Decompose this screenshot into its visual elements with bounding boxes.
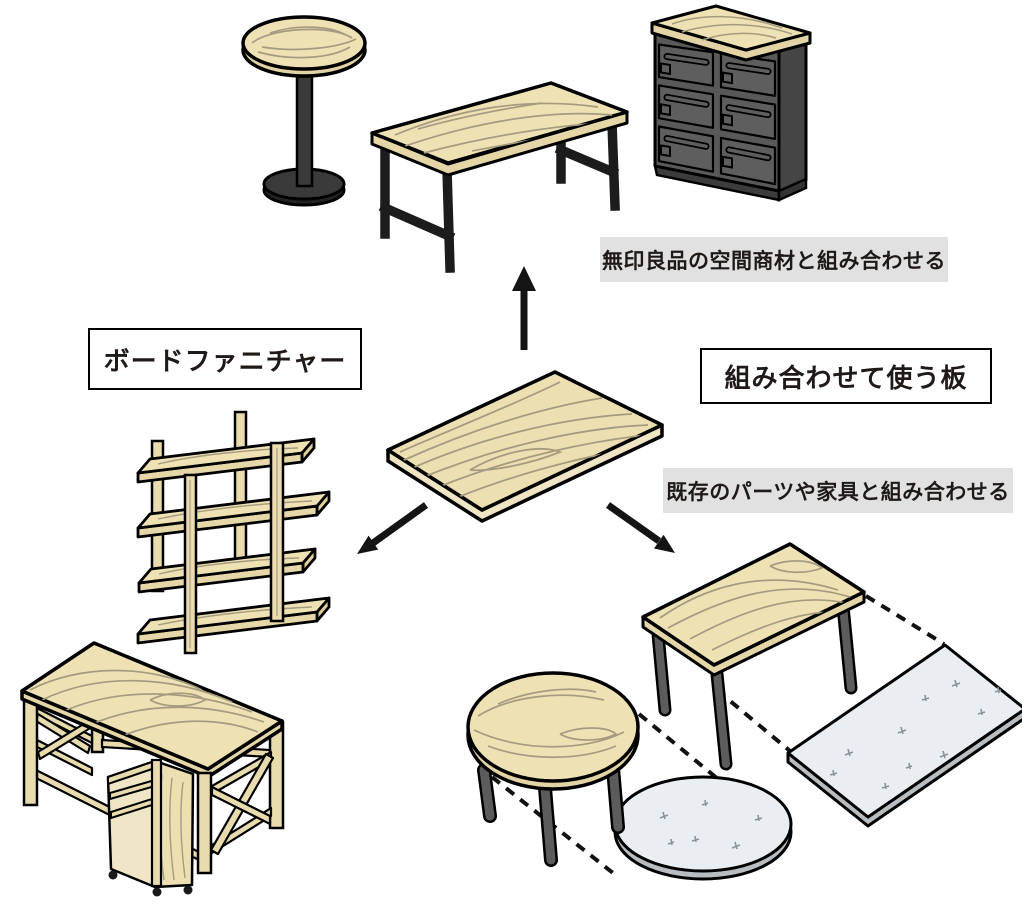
- locker-door-handles: [660, 62, 733, 169]
- folding-table: [370, 81, 629, 273]
- shelf-front-posts: [183, 441, 285, 655]
- wood-grain: [671, 15, 793, 41]
- stone-board-round: [613, 775, 793, 881]
- desk-left-leg: [22, 695, 39, 807]
- shelf-unit: [136, 410, 331, 655]
- dashed-line-table-bottom: [715, 688, 792, 753]
- desk-left-frame: [34, 706, 94, 777]
- arrow-down-left: [357, 502, 429, 554]
- gray-legs: [477, 761, 625, 867]
- wood-grain: [157, 447, 313, 626]
- locker-side-panel: [777, 34, 808, 194]
- stone-speckles: [659, 799, 763, 850]
- arrow-down-right: [605, 502, 675, 553]
- locker-plinth-side: [777, 177, 808, 202]
- existing-combine-caption: 既存のパーツや家具と組み合わせる: [663, 468, 1013, 513]
- tabletop: [466, 671, 640, 783]
- plywood-board: [386, 370, 664, 523]
- locker-top-board: [650, 4, 812, 52]
- board-furniture-title: ボードファニチャー: [88, 328, 362, 390]
- wood-grain: [251, 26, 357, 59]
- wood-grain: [394, 102, 613, 154]
- folding-table-legs: [378, 115, 620, 273]
- desk-with-cart: [20, 641, 285, 897]
- board-top: [386, 370, 664, 512]
- caster-wheels: [108, 870, 193, 897]
- cafe-round-table: [241, 15, 367, 207]
- pedestal-stem: [295, 66, 314, 188]
- desk-top: [20, 641, 284, 771]
- gray-legs: [651, 599, 858, 771]
- desk-near-leg: [196, 771, 213, 875]
- wood-grain: [29, 669, 265, 737]
- stone-board-rect: [786, 643, 1022, 828]
- locker-cabinet: [650, 4, 812, 202]
- wood-grain: [473, 688, 625, 759]
- desk-right-frame: [209, 750, 275, 856]
- cart-front-post: [150, 758, 163, 888]
- cart: [106, 758, 195, 897]
- round-low-table: [466, 671, 640, 867]
- table-existing-legs: [641, 542, 866, 771]
- muji-combine-caption: 無印良品の空間商材と組み合わせる: [600, 237, 948, 282]
- stone-top: [613, 775, 793, 873]
- combination-board-title: 組み合わせて使う板: [700, 348, 992, 404]
- arrow-up: [512, 266, 536, 350]
- locker-door-slots: [663, 53, 772, 162]
- stone-speckles: [829, 679, 1002, 790]
- dashed-line-table-top: [864, 594, 946, 646]
